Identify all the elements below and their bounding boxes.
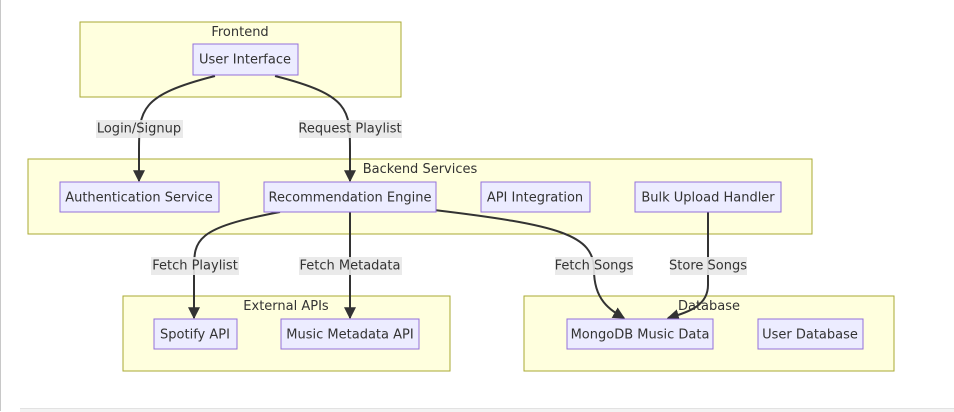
cluster-database-title: Database	[678, 299, 740, 314]
edge-label-login: Login/Signup	[96, 120, 183, 138]
node-user-database-label: User Database	[762, 328, 858, 343]
node-spotify-api: Spotify API	[153, 318, 238, 350]
edge-label-store-songs-text: Store Songs	[669, 259, 747, 274]
edge-label-fetch-metadata: Fetch Metadata	[299, 257, 402, 275]
node-music-metadata-api: Music Metadata API	[280, 318, 420, 350]
node-api-integration-label: API Integration	[487, 191, 583, 206]
edge-label-store-songs: Store Songs	[669, 257, 747, 275]
node-spotify-api-label: Spotify API	[160, 328, 230, 343]
edge-label-login-text: Login/Signup	[97, 122, 181, 137]
node-user-database: User Database	[757, 318, 864, 350]
cluster-backend-title: Backend Services	[363, 162, 478, 177]
edge-label-fetch-songs: Fetch Songs	[555, 257, 634, 275]
node-bulk-upload-handler-label: Bulk Upload Handler	[641, 191, 775, 206]
cluster-external-title: External APIs	[243, 299, 329, 314]
edge-label-fetch-songs-text: Fetch Songs	[555, 259, 634, 274]
edge-ui-to-auth	[133, 75, 216, 183]
edge-bulk-to-mongo	[666, 212, 709, 321]
node-authentication-service: Authentication Service	[59, 181, 220, 213]
node-mongodb-music-data: MongoDB Music Data	[566, 318, 714, 350]
node-recommendation-engine: Recommendation Engine	[263, 181, 437, 213]
edge-label-fetch-metadata-text: Fetch Metadata	[300, 259, 401, 274]
node-bulk-upload-handler: Bulk Upload Handler	[634, 181, 782, 213]
edge-label-request-text: Request Playlist	[298, 122, 401, 137]
node-user-interface: User Interface	[192, 43, 299, 76]
edge-label-request: Request Playlist	[298, 120, 402, 138]
node-api-integration: API Integration	[480, 181, 591, 213]
cluster-frontend-title: Frontend	[211, 25, 268, 40]
node-mongodb-music-data-label: MongoDB Music Data	[571, 328, 710, 343]
node-authentication-service-label: Authentication Service	[65, 191, 213, 206]
node-music-metadata-api-label: Music Metadata API	[286, 328, 413, 343]
edge-ui-to-rec	[274, 75, 356, 183]
node-recommendation-engine-label: Recommendation Engine	[269, 191, 432, 206]
node-user-interface-label: User Interface	[199, 53, 291, 68]
window-left-border	[0, 0, 1, 411]
edge-label-fetch-playlist: Fetch Playlist	[151, 257, 239, 275]
window-bottom-bar	[20, 408, 954, 412]
edge-label-fetch-playlist-text: Fetch Playlist	[152, 259, 238, 274]
